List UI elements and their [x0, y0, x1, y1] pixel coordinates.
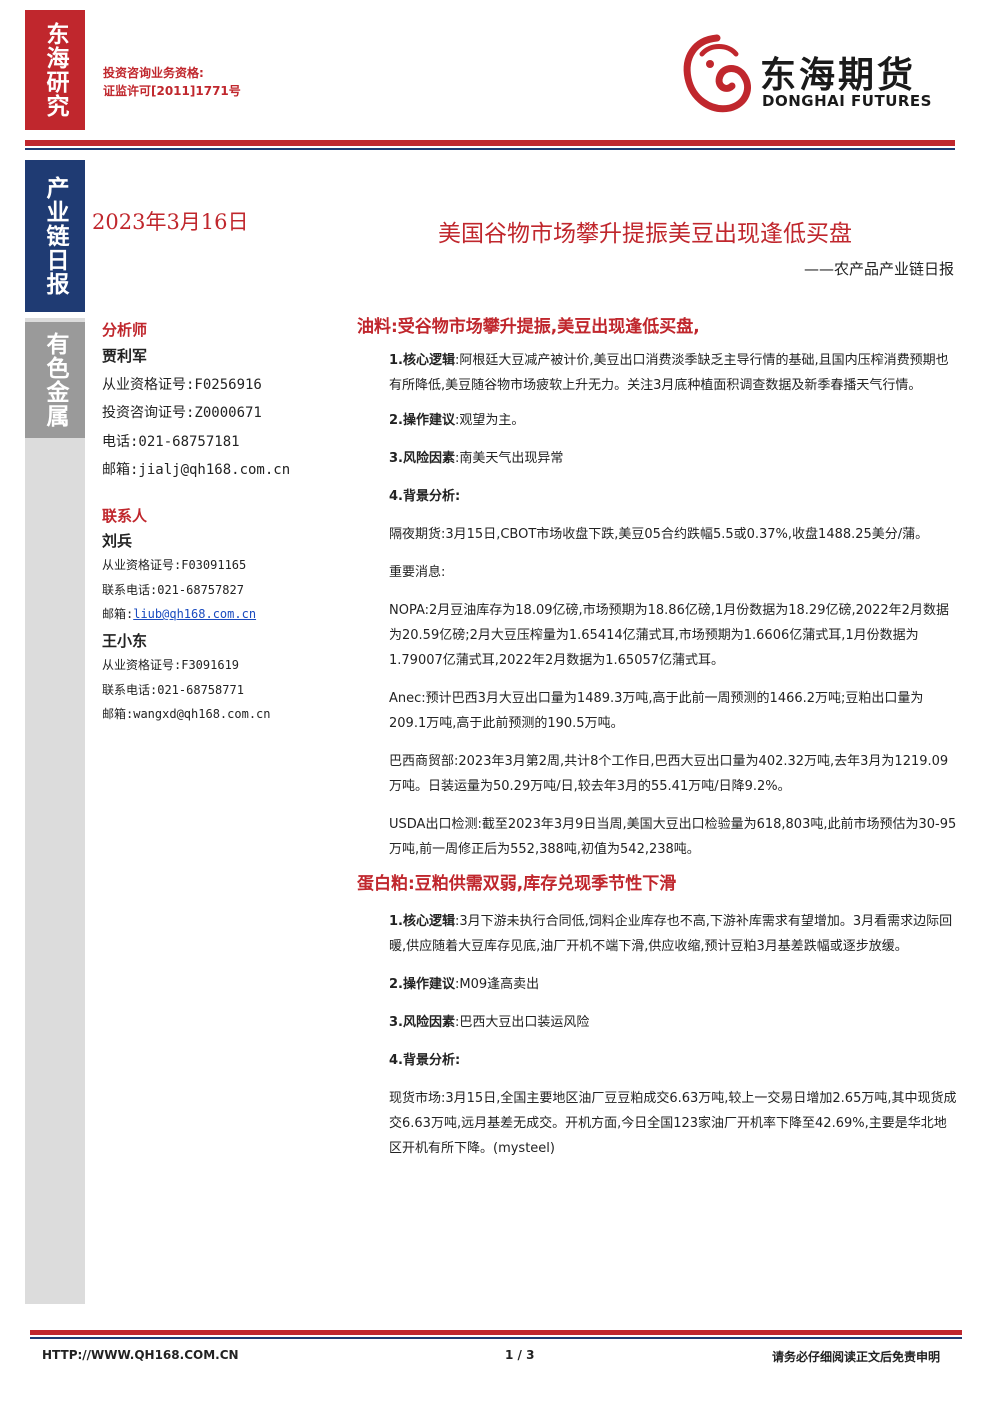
oil-news-label: 重要消息:: [389, 565, 446, 580]
header-rule: [25, 140, 955, 146]
contact-email: wangxd@qh168.com.cn: [133, 707, 271, 721]
oil-core-label: 1.核心逻辑: [389, 353, 455, 368]
logo-text-en: DONGHAI FUTURES: [762, 92, 932, 110]
report-title: 美国谷物市场攀升提振美豆出现逢低买盘: [438, 221, 852, 247]
oil-bg-label: 4.背景分析: [389, 489, 455, 504]
author-panel: 分析师 贾利军 从业资格证号:F0256916 投资咨询证号:Z0000671 …: [102, 318, 332, 727]
meal-advice: 2.操作建议:M09逢高卖出: [357, 972, 957, 997]
oil-core-text: :阿根廷大豆减产被计价,美豆出口消费淡季缺乏主导行情的基础,且国内压榨消费预期也…: [389, 353, 949, 393]
footer-rule: [30, 1330, 962, 1335]
oil-core-logic: 1.核心逻辑:阿根廷大豆减产被计价,美豆出口消费淡季缺乏主导行情的基础,且国内压…: [357, 348, 957, 398]
analyst-phone: 电话:021-68757181: [102, 433, 240, 450]
contact-email-label: 邮箱:: [102, 607, 134, 621]
analyst-consult-cert: 投资咨询证号:Z0000671: [102, 405, 262, 421]
meal-background: 4.背景分析:: [357, 1048, 957, 1073]
analyst-cert: 从业资格证号:F0256916: [102, 376, 262, 393]
contact-email-row: 邮箱:liub@qh168.com.cn: [102, 602, 332, 627]
contact-name: 刘兵: [102, 531, 133, 550]
tab-research: 东海研究: [25, 10, 85, 130]
oil-risk-text: :南美天气出现异常: [454, 451, 564, 466]
meal-spot-market: 现货市场:3月15日,全国主要地区油厂豆豆粕成交6.63万吨,较上一交易日增加2…: [389, 1091, 957, 1156]
tab-industry-daily: 产业链日报: [25, 160, 85, 312]
meal-advice-text: :M09逢高卖出: [454, 977, 540, 992]
oil-advice: 2.操作建议:观望为主。: [357, 408, 957, 433]
meal-core-text: :3月下游未执行合同低,饲料企业库存也不高,下游补库需求有望增加。3月看需求边际…: [389, 914, 953, 954]
oil-overnight: 隔夜期货:3月15日,CBOT市场收盘下跌,美豆05合约跌幅5.5或0.37%,…: [389, 527, 929, 542]
contacts-heading: 联系人: [102, 506, 148, 525]
meal-section-heading: 蛋白粕:豆粕供需双弱,库存兑现季节性下滑: [357, 874, 677, 894]
oil-risk: 3.风险因素:南美天气出现异常: [357, 446, 957, 471]
contact-card: 王小东 从业资格证号:F3091619 联系电话:021-68758771 邮箱…: [102, 629, 332, 727]
oil-section-heading: 油料:受谷物市场攀升提振,美豆出现逢低买盘,: [357, 317, 700, 337]
report-subtitle: ——农产品产业链日报: [803, 260, 954, 278]
footer-url[interactable]: HTTP://WWW.QH168.COM.CN: [42, 1348, 239, 1362]
oil-usda: USDA出口检测:截至2023年3月9日当周,美国大豆出口检验量为618,803…: [389, 817, 957, 857]
page-number: 1 / 3: [505, 1348, 535, 1362]
meal-core-label: 1.核心逻辑: [389, 914, 455, 929]
report-body: 油料:受谷物市场攀升提振,美豆出现逢低买盘, 1.核心逻辑:阿根廷大豆减产被计价…: [357, 315, 957, 1161]
oil-nopa: NOPA:2月豆油库存为18.09亿磅,市场预期为18.86亿磅,1月份数据为1…: [389, 603, 949, 668]
qualification-line-1: 投资咨询业务资格:: [103, 66, 204, 80]
analyst-email: 邮箱:jialj@qh168.com.cn: [102, 462, 291, 478]
oil-brazil: 巴西商贸部:2023年3月第2周,共计8个工作日,巴西大豆出口量为402.32万…: [389, 754, 949, 794]
oil-anec: Anec:预计巴西3月大豆出口量为1489.3万吨,高于此前一周预测的1466.…: [389, 691, 924, 731]
contact-email-link[interactable]: liub@qh168.com.cn: [133, 607, 257, 621]
footer-rule-thin: [30, 1337, 962, 1339]
meal-risk: 3.风险因素:巴西大豆出口装运风险: [357, 1010, 957, 1035]
meal-advice-label: 2.操作建议: [389, 977, 455, 992]
logo: 东海期货 DONGHAI FUTURES: [680, 34, 955, 120]
oil-advice-text: :观望为主。: [454, 413, 525, 428]
report-date: 2023年3月16日: [92, 210, 249, 234]
contact-email-row: 邮箱:wangxd@qh168.com.cn: [102, 702, 332, 727]
oil-background: 4.背景分析:: [357, 484, 957, 509]
meal-bg-colon: :: [454, 1053, 461, 1068]
contact-phone: 联系电话:021-68758771: [102, 682, 244, 697]
contact-cert: 从业资格证号:F03091165: [102, 558, 247, 572]
analyst-heading: 分析师: [102, 321, 148, 339]
contact-phone: 联系电话:021-68757827: [102, 582, 244, 597]
contact-email-label: 邮箱:: [102, 707, 134, 721]
contact-card: 刘兵 从业资格证号:F03091165 联系电话:021-68757827 邮箱…: [102, 529, 332, 627]
qualification-line-2: 证监许可[2011]1771号: [103, 84, 241, 98]
sidebar-background: [25, 318, 85, 1304]
analyst-name: 贾利军: [102, 347, 148, 365]
logo-dragon-icon: [683, 34, 751, 113]
footer-disclaimer: 请务必仔细阅读正文后免责申明: [771, 1350, 940, 1364]
meal-risk-label: 3.风险因素: [389, 1015, 455, 1030]
analyst-info: 贾利军 从业资格证号:F0256916 投资咨询证号:Z0000671 电话:0…: [102, 342, 332, 485]
oil-advice-label: 2.操作建议: [389, 413, 455, 428]
contact-name: 王小东: [102, 631, 148, 650]
meal-bg-label: 4.背景分析: [389, 1053, 455, 1068]
contact-cert: 从业资格证号:F3091619: [102, 658, 240, 672]
oil-bg-colon: :: [454, 489, 461, 504]
meal-core-logic: 1.核心逻辑:3月下游未执行合同低,饲料企业库存也不高,下游补库需求有望增加。3…: [357, 909, 957, 959]
oil-risk-label: 3.风险因素: [389, 451, 455, 466]
logo-text-cn: 东海期货: [760, 55, 917, 96]
header-rule-thin: [25, 148, 955, 150]
meal-risk-text: :巴西大豆出口装运风险: [454, 1015, 590, 1030]
tab-sector: 有色金属: [25, 322, 85, 438]
